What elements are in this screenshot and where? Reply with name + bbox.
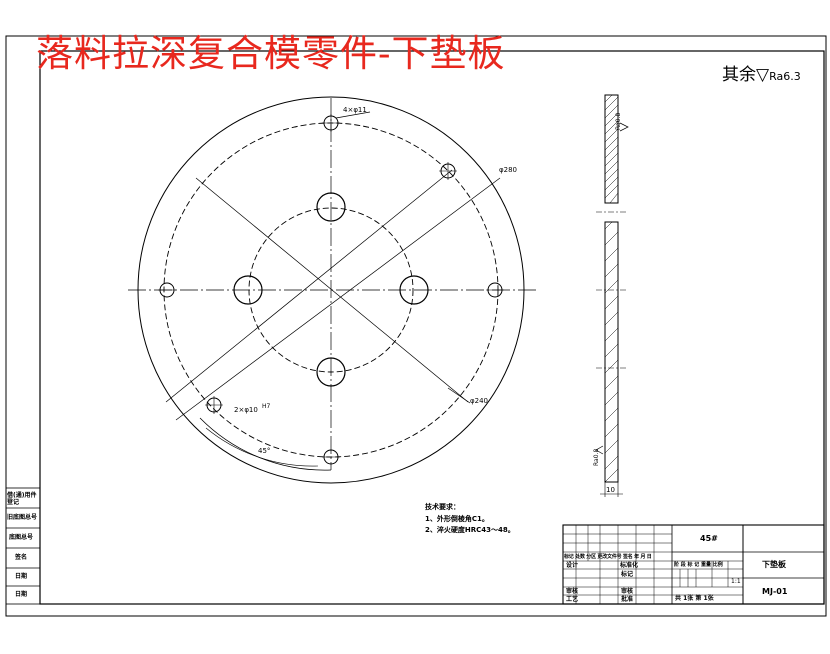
drawing-title: 落料拉深复合模零件-下垫板 xyxy=(36,32,506,75)
outer-border xyxy=(5,35,827,617)
dim-diameter-240: φ240 xyxy=(470,397,488,405)
dim-angle-45: 45° xyxy=(258,447,271,455)
tech-req-item-2: 2、淬火硬度HRC43～48。 xyxy=(425,526,515,534)
roughness-symbol-bottom xyxy=(595,445,604,455)
row-check: 审核 xyxy=(621,588,634,595)
plate-side-view xyxy=(595,94,629,497)
left-col-date-2: 日期 xyxy=(15,591,28,598)
inner-hole-left xyxy=(233,275,263,305)
sheet-info: 共 1张 第 1张 xyxy=(675,595,714,602)
tech-req-item-1: 1、外形倒棱角C1。 xyxy=(425,515,489,523)
roughness-symbol-icon: ▽ xyxy=(756,65,770,85)
revision-headers: 标记 处数 分区 更改文件号 签名 年 月 日 xyxy=(564,554,652,560)
material-label: 45# xyxy=(700,534,718,543)
inner-hole-bottom xyxy=(316,357,346,387)
leader-holes-4 xyxy=(335,111,371,119)
dim-diameter-280: φ280 xyxy=(499,166,517,174)
left-col-drawing-no: 底图总号 xyxy=(9,534,34,541)
left-column-table xyxy=(5,487,41,605)
plate-top-view xyxy=(128,96,536,484)
dim-thickness: 10 xyxy=(606,486,615,494)
scale-value: 1:1 xyxy=(731,578,741,585)
inner-hole-top xyxy=(316,192,346,222)
row-review: 审核 xyxy=(566,588,579,595)
roughness-prefix: 其余 xyxy=(722,65,756,85)
row-approve: 批准 xyxy=(621,596,634,603)
row-standardization: 标准化 xyxy=(620,562,639,569)
tech-req-heading: 技术要求： xyxy=(425,503,460,511)
row-mark: 标记 xyxy=(621,571,634,578)
title-block xyxy=(562,524,825,605)
dim-holes-2: 2×φ10 xyxy=(234,406,258,414)
dim-roughness-top: Ra0.8 xyxy=(615,112,622,130)
dim-holes-4: 4×φ11 xyxy=(343,106,367,114)
side-body-upper xyxy=(604,94,619,204)
surface-roughness-note: 其余▽Ra6.3 xyxy=(722,60,801,85)
left-col-old-drawing: 旧底图总号 xyxy=(7,514,38,521)
roughness-symbol-top xyxy=(619,122,629,132)
dim-holes-2-tolerance: H7 xyxy=(262,403,271,410)
drawing-number: MJ-01 xyxy=(762,587,788,596)
left-col-signature: 签名 xyxy=(15,554,28,561)
diagonal-line-1 xyxy=(195,177,469,403)
leader-240 xyxy=(447,387,471,404)
part-name: 下垫板 xyxy=(762,560,786,569)
row-design: 设计 xyxy=(566,562,579,569)
inner-hole-right xyxy=(399,275,429,305)
stage-headers: 阶 段 标 记 重量 比例 xyxy=(674,562,723,568)
left-col-borrow: 借(通)用件登记 xyxy=(7,492,37,506)
dim-roughness-bottom: Ra0.8 xyxy=(593,448,600,466)
side-body-lower xyxy=(604,221,619,483)
roughness-value: Ra6.3 xyxy=(769,70,801,83)
left-col-date: 日期 xyxy=(15,573,28,580)
diagonal-line-2 xyxy=(165,169,453,403)
row-process: 工艺 xyxy=(566,596,579,603)
drawing-frame xyxy=(39,50,825,605)
leader-280 xyxy=(175,177,501,421)
